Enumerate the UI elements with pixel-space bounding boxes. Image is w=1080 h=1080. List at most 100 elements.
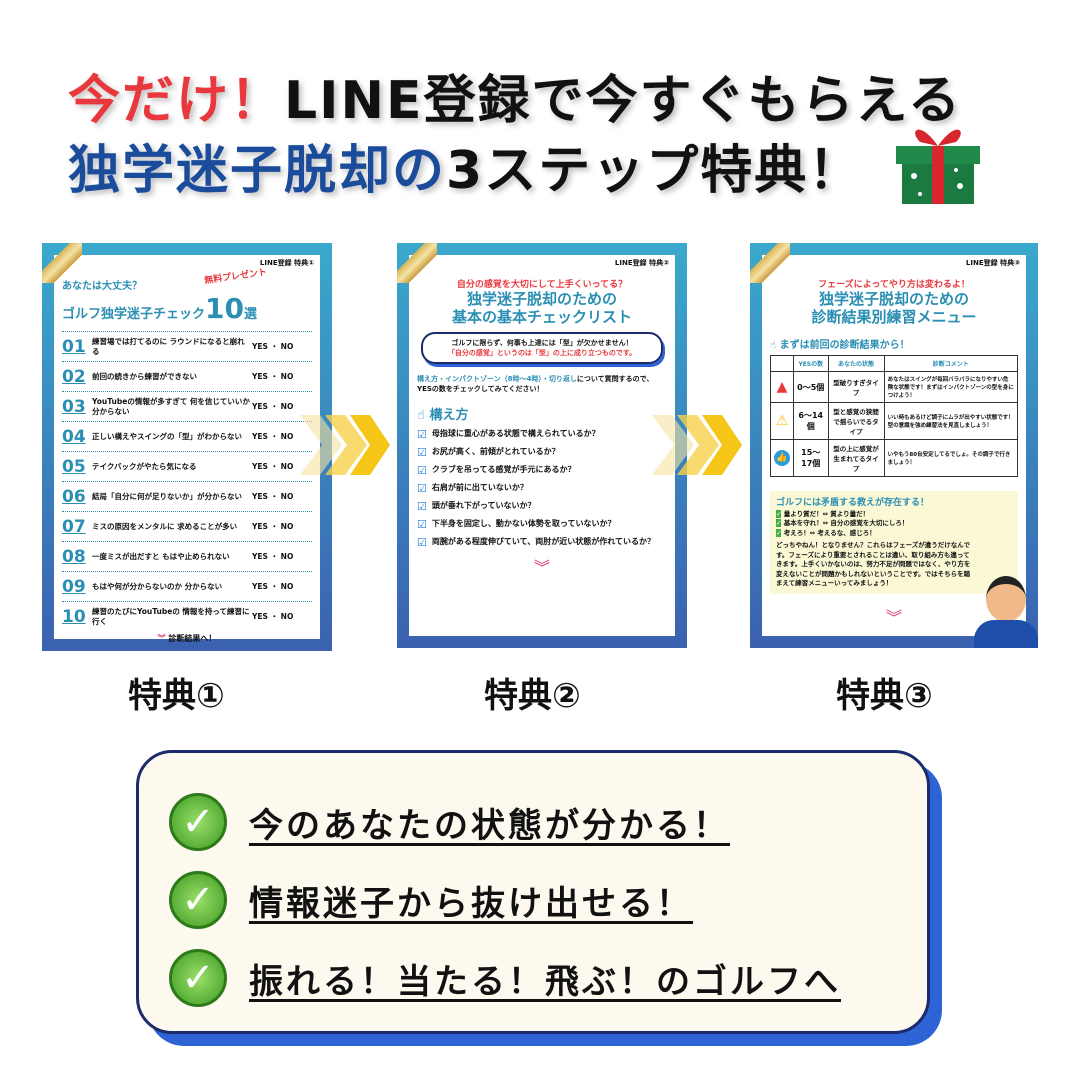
card-footer: 診断結果へ！: [168, 634, 217, 643]
diagnosis-table: YESの数あなたの状態診断コメント▲0〜5個型破りすぎタイプあなたはスイングが毎…: [770, 355, 1019, 477]
benefit-item: ✓ 今のあなたの状態が分かる！: [169, 783, 927, 861]
checkbox-icon: ☑: [417, 428, 427, 441]
yes-no-choice: YES ・ NO: [252, 372, 294, 381]
headline-highlight-blue: 独学迷子脱却の: [68, 141, 447, 201]
checkbox-icon: ☑: [417, 446, 427, 459]
table-row: ⚠6〜14個型と感覚の狭間で揺らいでるタイプいい時もあるけど調子にムラが出やすい…: [770, 402, 1019, 440]
yes-no-choice: YES ・ NO: [252, 402, 294, 411]
comment: いやもう80台安定してるでしょ。その調子で行きましょう！: [883, 439, 1019, 477]
benefit-card-3: LINE登録 特典③ フェーズによってやり方は変わるよ！ 独学迷子脱却のための …: [750, 243, 1038, 648]
arrow-chevrons-1: [300, 415, 390, 475]
yes-count: 0〜5個: [793, 371, 829, 403]
yes-no-choice: YES ・ NO: [252, 522, 294, 531]
check-icon: ✓: [169, 949, 227, 1007]
yes-count: 6〜14個: [793, 402, 829, 440]
check-icon: ✓: [776, 519, 782, 528]
yes-count: 15〜17個: [793, 439, 829, 477]
item-question: ミスの原因をメンタルに 求めることが多い: [92, 521, 238, 531]
warning-icon: ⚠: [770, 402, 794, 440]
note-body: どっちやねん！となりません？これらはフェーズが違うだけなんです。フェーズにより重…: [776, 541, 971, 587]
card-title-end: 選: [243, 307, 257, 322]
item-number: 05: [62, 456, 86, 477]
item-number: 07: [62, 516, 86, 537]
table-header: あなたの状態: [827, 355, 885, 372]
yes-no-choice: YES ・ NO: [252, 462, 294, 471]
yes-no-choice: YES ・ NO: [252, 612, 294, 621]
intro-text: について質問するので、YESの数をチェックしてみてください！: [417, 375, 654, 393]
item-question: 一度ミスが出だすと もはや止められない: [92, 551, 230, 561]
table-header: YESの数: [793, 355, 829, 372]
coach-illustration: [968, 570, 1038, 648]
card-subtitle: フェーズによってやり方は変わるよ！: [818, 280, 970, 290]
table-header: 診断コメント: [883, 355, 1019, 372]
benefit-label-1: 特典①: [128, 676, 225, 716]
note-item: ✓ 量より質だ！⇔ 質より量だ！: [776, 510, 1012, 519]
checkbox-icon: ☑: [417, 518, 427, 531]
note-title: ゴルフには矛盾する教えが存在する！: [776, 498, 930, 508]
note-item: ✓ 基本を守れ！⇔ 自分の感覚を大切にしろ！: [776, 519, 1012, 528]
table-row: ▲0〜5個型破りすぎタイプあなたはスイングが毎回バラバラになりやすい危険な状態で…: [770, 371, 1019, 403]
checklist-text: 母指球に重心がある状態で構えられているか？: [431, 429, 600, 438]
item-question: 練習場では打てるのに ラウンドになると崩れる: [92, 336, 245, 356]
item-number: 01: [62, 336, 86, 357]
check-icon: ✓: [169, 793, 227, 851]
card-subtitle: 自分の感覚を大切にして上手くいってる？: [456, 280, 628, 290]
item-number: 08: [62, 546, 86, 567]
checkbox-icon: ☑: [417, 500, 427, 513]
headline-text-2: 3ステップ特典！: [446, 141, 863, 201]
headline-text: LINE登録で今すぐもらえる: [284, 71, 962, 131]
checklist-item: ☑ 下半身を固定し、動かない体勢を取っていないか？: [417, 518, 667, 531]
item-question: 練習のたびにYouTubeの 情報を持って練習に行く: [92, 606, 250, 626]
check-icon: ✓: [169, 871, 227, 929]
checklist-text: クラブを吊ってる感覚が手元にあるか？: [431, 465, 576, 474]
benefit-item: ✓情報迷子から抜け出せる！: [169, 861, 927, 939]
checklist-item: ☑ 頭が垂れ下がっていないか？: [417, 500, 667, 513]
item-number: 04: [62, 426, 86, 447]
benefit-text: 今のあなたの状態が分かる！: [249, 805, 730, 846]
benefit-card-1: LINE登録 特典① 無料プレゼント あなたは大丈夫？ ゴルフ独学迷子チェック1…: [42, 243, 332, 651]
item-question: もはや何が分からないのか 分からない: [92, 581, 223, 591]
checklist-text: 下半身を固定し、動かない体勢を取っていないか？: [431, 519, 616, 528]
check-icon: ✓: [776, 510, 782, 519]
intro-highlight: 構え方・インパクトゾーン（8時〜4時）・切り返し: [417, 375, 577, 383]
callout-box: ゴルフに限らず、何事も上達には「型」が欠かせません！「自分の感覚」というのは「型…: [421, 332, 663, 364]
card-title-1: 独学迷子脱却のための: [466, 290, 617, 308]
checklist-row: 07 ミスの原因をメンタルに 求めることが多い YES ・ NO: [62, 511, 312, 541]
card-title-2: 基本の基本チェックリスト: [451, 308, 632, 326]
item-number: 06: [62, 486, 86, 507]
headline-line1: 今だけ！LINE登録で今すぐもらえる: [68, 58, 1080, 133]
check-icon: ✓: [776, 528, 782, 537]
item-number: 10: [62, 606, 86, 627]
card-title-2: 診断結果別練習メニュー: [811, 308, 977, 326]
benefit-label-2: 特典②: [484, 676, 581, 716]
checkbox-icon: ☑: [417, 482, 427, 495]
item-question: 結局「自分に何が足りないか」が分からない: [92, 491, 242, 501]
checklist-text: 両腕がある程度伸びていて、両肘が近い状態が作れているか？: [431, 537, 655, 546]
benefit-item: ✓ 振れる！当たる！飛ぶ！のゴルフへ: [169, 939, 927, 1017]
checklist-item: ☑クラブを吊ってる感覚が手元にあるか？: [417, 464, 667, 477]
gold-ribbon: [397, 243, 437, 283]
gift-box-icon: [896, 129, 980, 204]
yes-no-choice: YES ・ NO: [252, 432, 294, 441]
item-number: 03: [62, 396, 86, 417]
benefits-box: ✓ 今のあなたの状態が分かる！ ✓情報迷子から抜け出せる！ ✓ 振れる！当たる！飛ぶ…: [136, 750, 930, 1034]
checklist-text: 頭が垂れ下がっていないか？: [431, 501, 536, 510]
card-pretitle: あなたは大丈夫？: [62, 281, 142, 292]
note-item-text: 量より質だ！⇔ 質より量だ！: [783, 510, 870, 519]
pointing-hand-icon: ☝: [417, 408, 425, 423]
benefit-text: 振れる！当たる！飛ぶ！のゴルフへ: [249, 961, 841, 1002]
card-tag: LINE登録 特典③: [965, 259, 1020, 267]
item-question: テイクバックがやたら気になる: [92, 461, 197, 471]
checklist-item: ☑お尻が高く、前傾がとれているか？: [417, 446, 667, 459]
callout-line-2: 「自分の感覚」というのは「型」の上に成り立つものです。: [447, 349, 637, 357]
pointing-hand-icon: ☝: [770, 340, 777, 351]
table-row: 👍15〜17個型の上に感覚が生まれてるタイプいやもう80台安定してるでしょ。その…: [770, 439, 1019, 477]
gold-ribbon: [42, 243, 82, 283]
state: 型と感覚の狭間で揺らいでるタイプ: [827, 402, 885, 440]
